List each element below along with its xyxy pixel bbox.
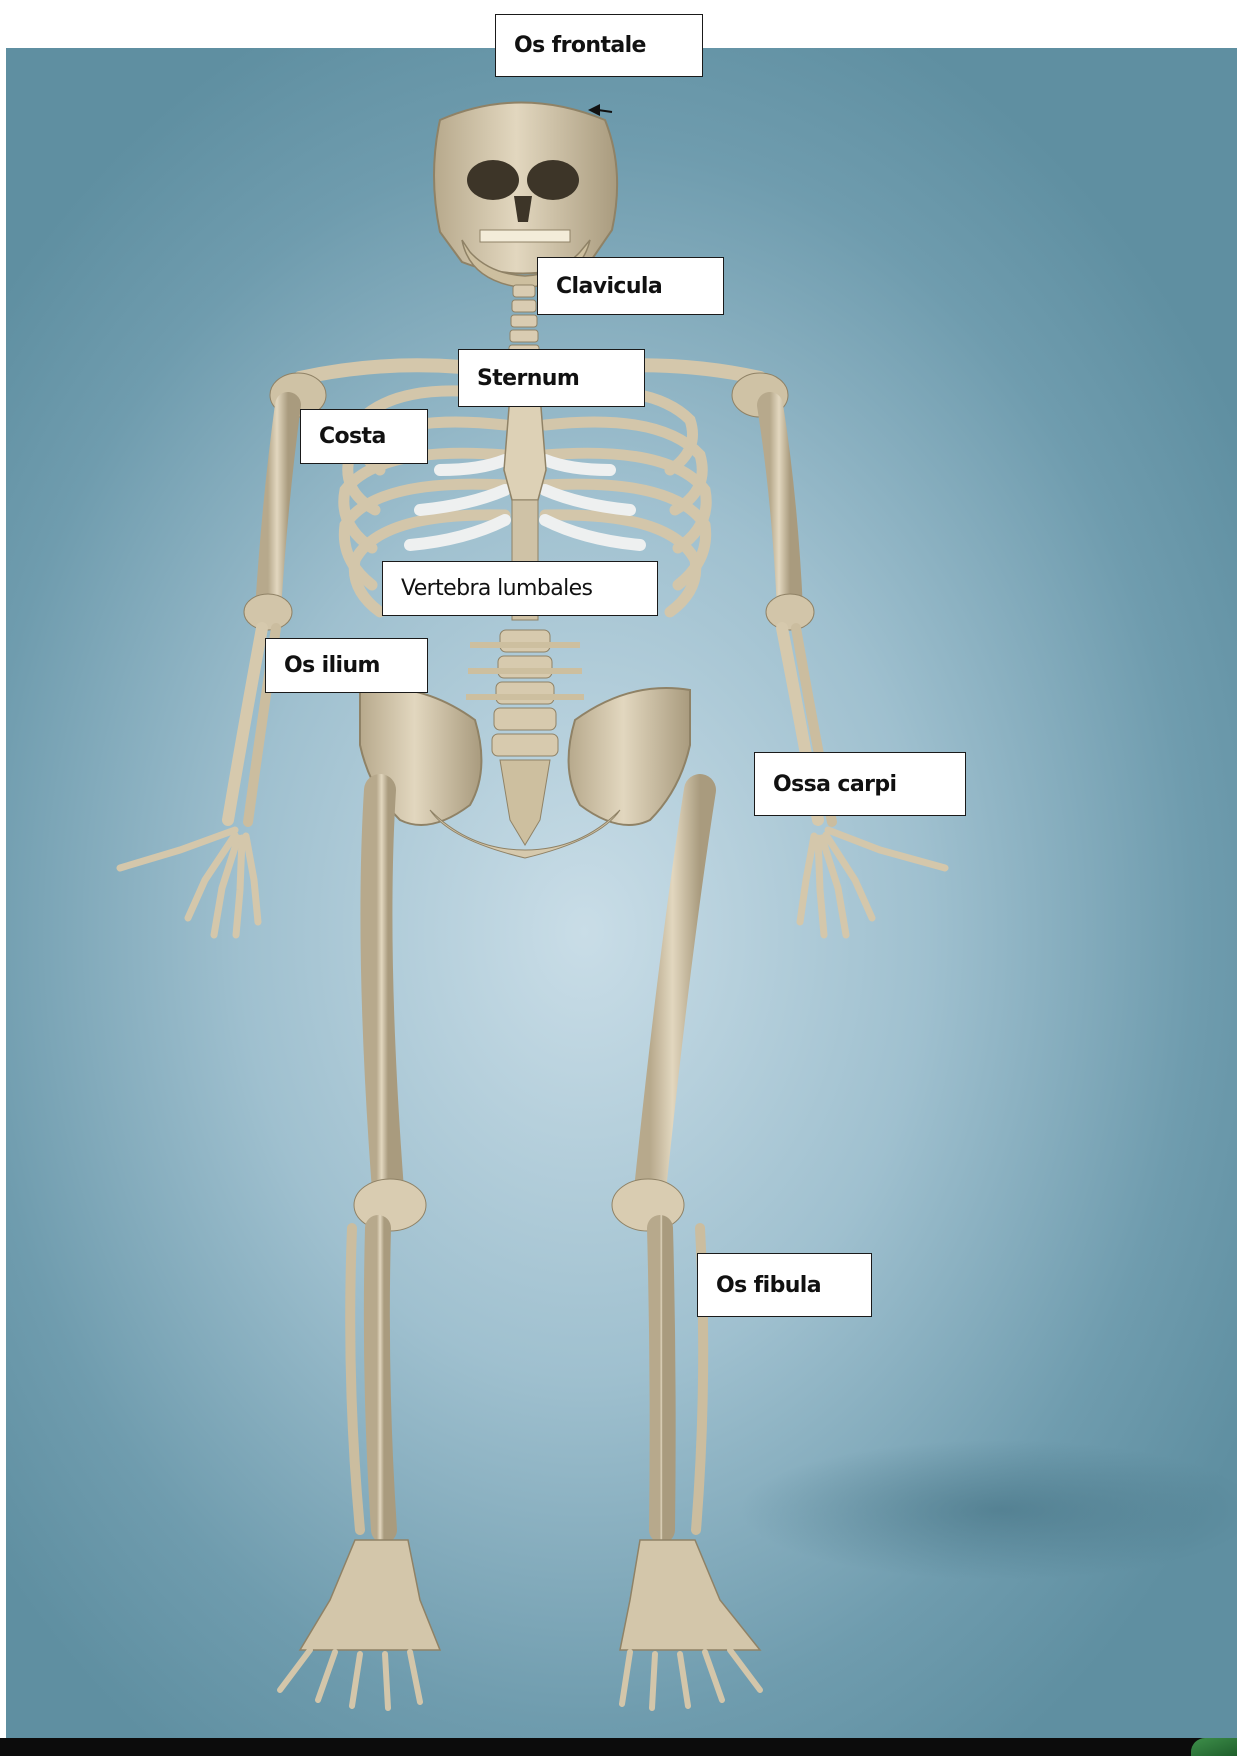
label-text: Os fibula <box>716 1273 821 1298</box>
upper-teeth <box>480 230 570 242</box>
label-text: Ossa carpi <box>773 772 896 797</box>
label-text: Sternum <box>477 366 579 391</box>
left-femur <box>376 790 388 1190</box>
right-femur <box>650 790 700 1190</box>
cervical-spine <box>509 285 539 357</box>
right-leg <box>612 790 760 1708</box>
right-arm <box>766 405 945 935</box>
label-text: Costa <box>319 424 386 449</box>
sacrum <box>500 760 550 845</box>
right-foot <box>620 1540 760 1650</box>
label-os-ilium: Os ilium <box>265 638 428 693</box>
label-text: Os ilium <box>284 653 380 678</box>
left-orbit <box>467 160 519 200</box>
left-foot <box>300 1540 440 1650</box>
left-leg <box>280 790 440 1708</box>
label-clavicula: Clavicula <box>537 257 724 315</box>
label-vertebra-lumbales: Vertebra lumbales <box>382 561 658 616</box>
label-os-fibula: Os fibula <box>697 1253 872 1317</box>
left-fibula <box>350 1228 360 1530</box>
right-ilium <box>569 688 690 825</box>
logo-icon <box>1191 1738 1237 1756</box>
left-humerus <box>268 405 288 610</box>
label-text: Vertebra lumbales <box>401 576 592 601</box>
left-hand <box>120 830 258 935</box>
left-tibia <box>377 1228 384 1530</box>
right-tibia <box>660 1228 663 1530</box>
sternum-bone <box>504 395 546 500</box>
right-toes <box>622 1650 760 1708</box>
right-orbit <box>527 160 579 200</box>
label-text: Os frontale <box>514 33 646 58</box>
label-sternum: Sternum <box>458 349 645 407</box>
label-ossa-carpi: Ossa carpi <box>754 752 966 816</box>
right-humerus <box>770 405 790 610</box>
left-toes <box>280 1650 420 1708</box>
right-hand <box>800 830 945 935</box>
cranium <box>434 103 617 274</box>
label-costa: Costa <box>300 409 428 464</box>
bottom-bar <box>0 1738 1237 1756</box>
floor-shadow <box>740 1440 1237 1580</box>
label-text: Clavicula <box>556 274 662 299</box>
spine <box>466 500 584 756</box>
label-os-frontale: Os frontale <box>495 14 703 77</box>
